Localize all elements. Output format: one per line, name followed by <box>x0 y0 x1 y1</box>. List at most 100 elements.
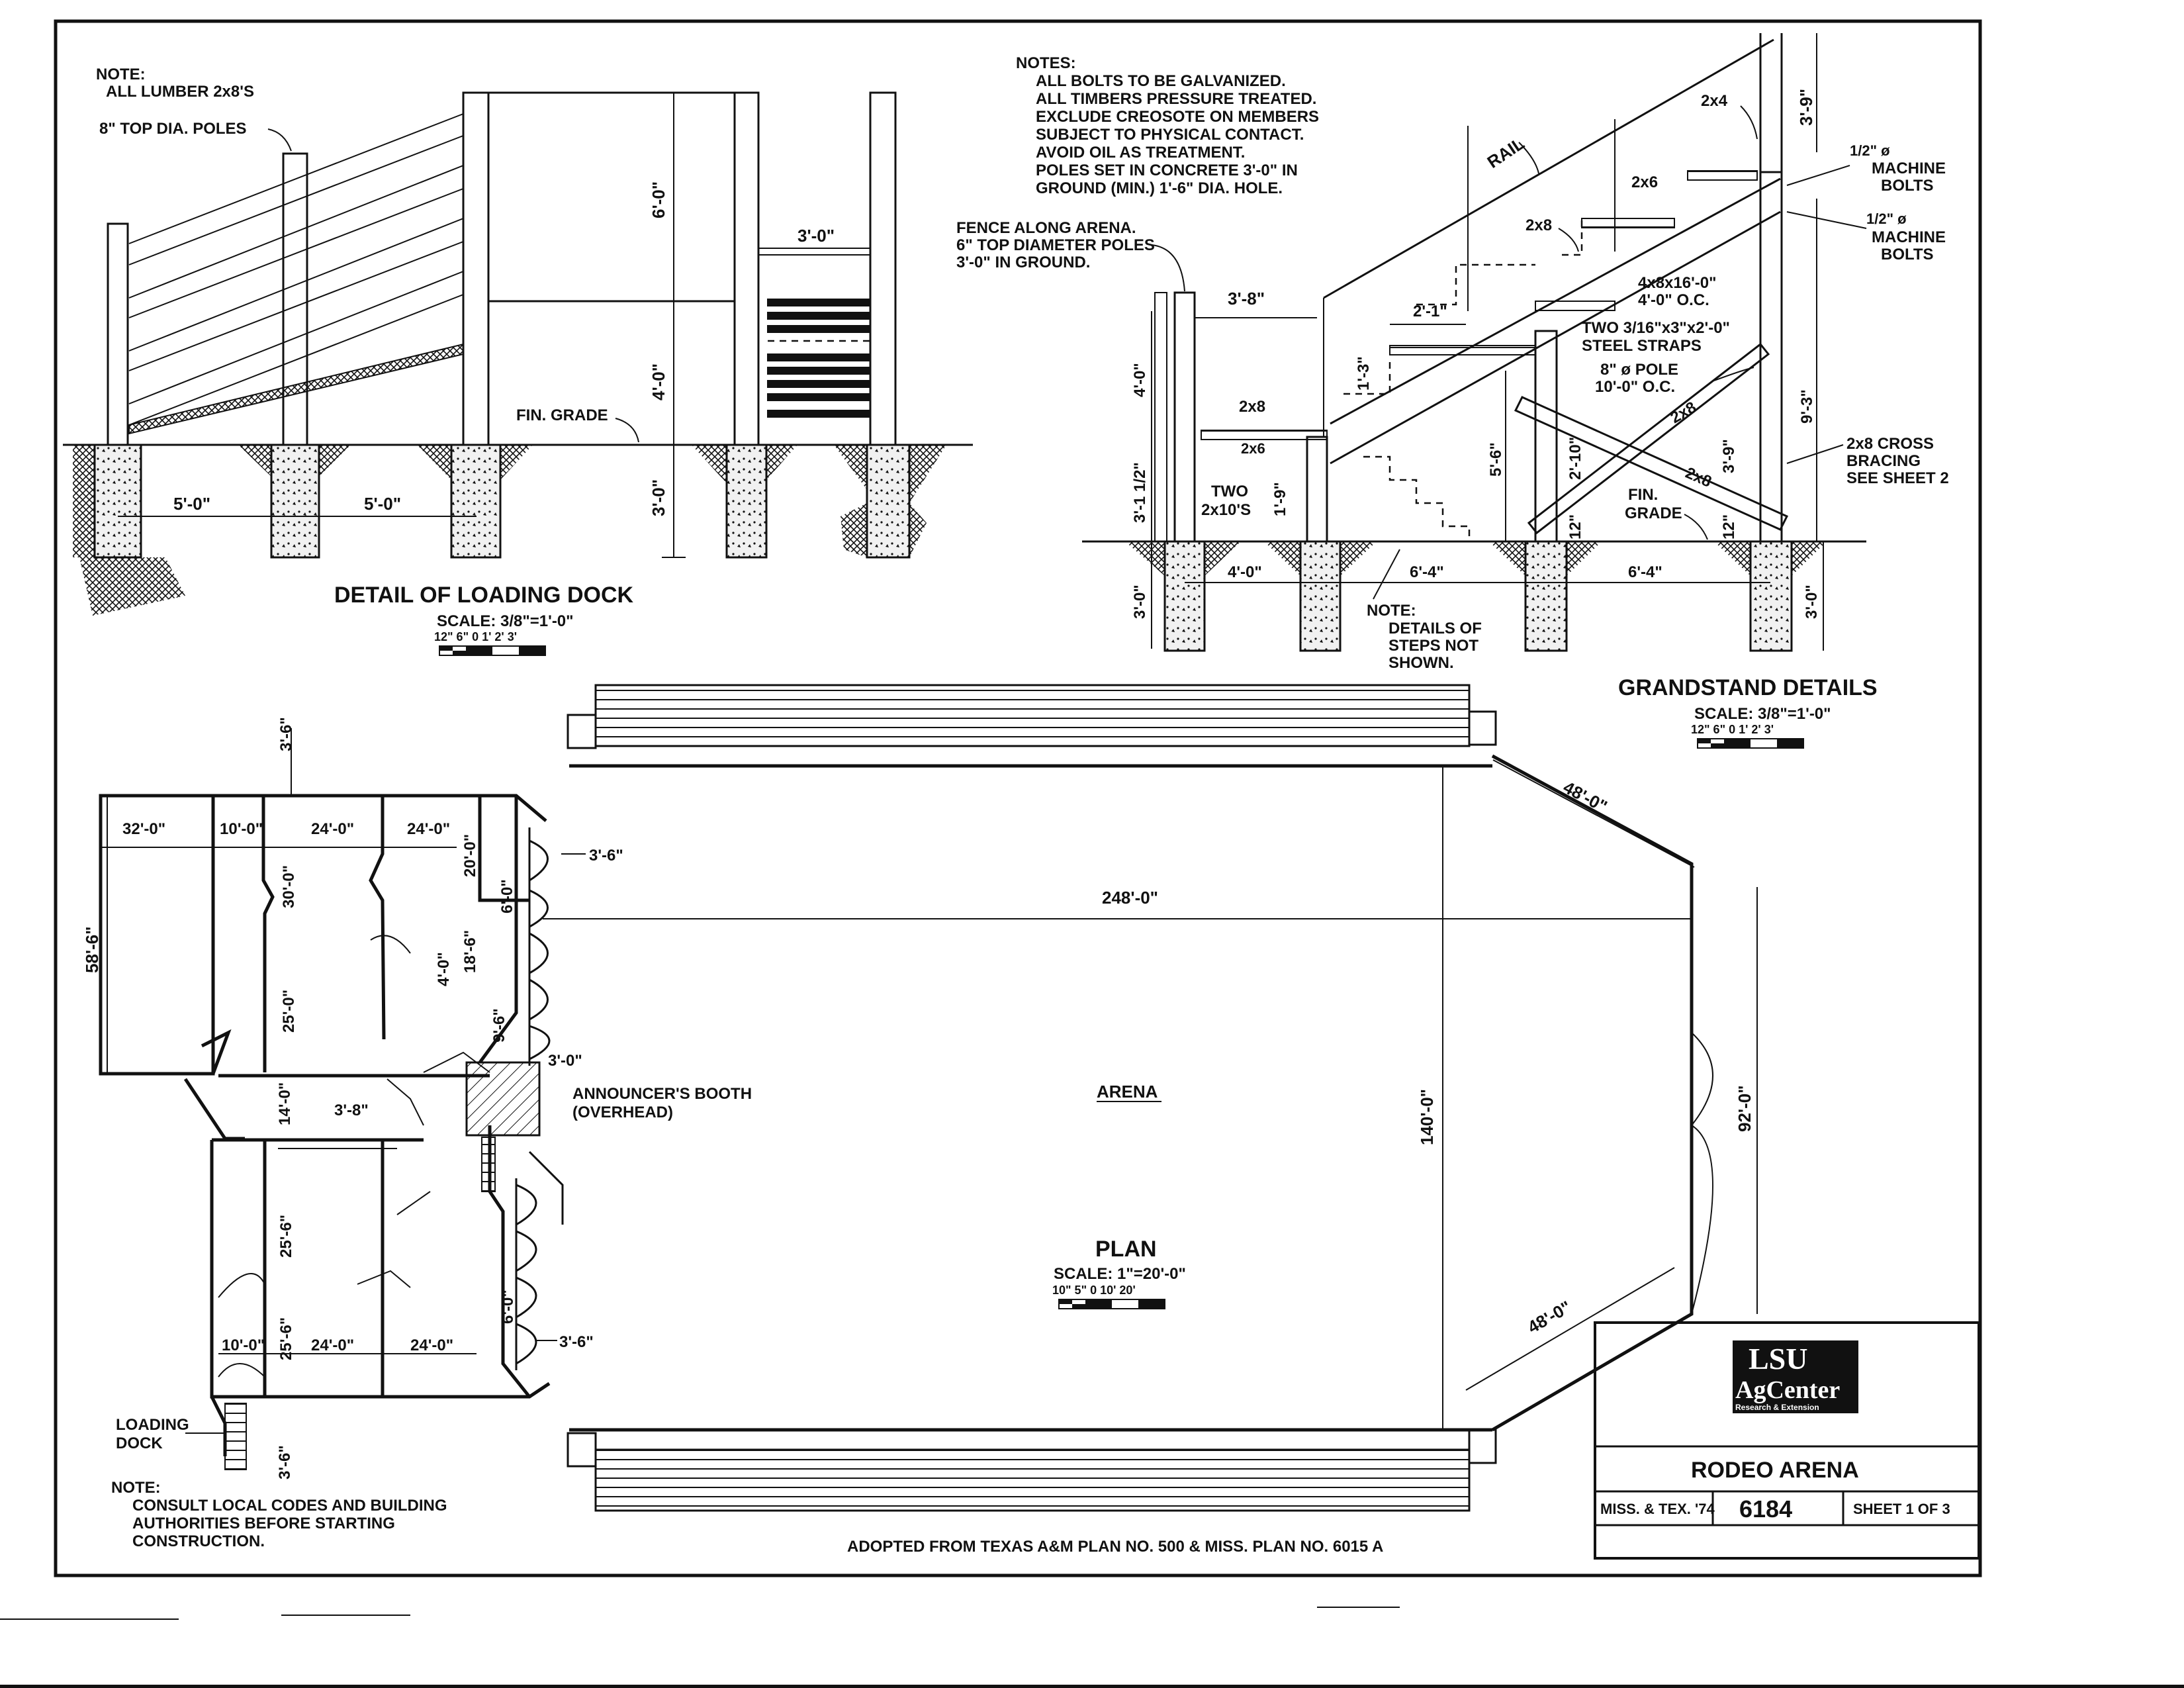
dim-6-4-b: 6'-4" <box>1628 563 1662 581</box>
plan-dim-18-6: 18'-6" <box>461 930 479 973</box>
dim-3-0-b: 3'-0" <box>1803 585 1821 619</box>
loading-dock-scale-ticks: 12" 6" 0 1' 2' 3' <box>434 630 517 643</box>
plan-note-head: NOTE: <box>111 1479 161 1497</box>
grandstand-note-2: ALL TIMBERS PRESSURE TREATED. <box>1036 90 1316 108</box>
drawing-name: RODEO ARENA <box>1691 1458 1859 1483</box>
booth-label-line1: ANNOUNCER'S BOOTH <box>572 1085 752 1103</box>
grandstand-title: GRANDSTAND DETAILS <box>1618 675 1878 700</box>
grandstand-note-5: AVOID OIL AS TREATMENT. <box>1036 144 1245 162</box>
dim-2-1: 2'-1" <box>1413 303 1447 320</box>
plan-dim-32: 32'-0" <box>122 820 165 838</box>
bolt-b-line2: BOLTS <box>1881 246 1934 263</box>
rail-label: RAIL <box>1484 133 1528 172</box>
label-2x4: 2x4 <box>1701 92 1728 110</box>
bolt-a-line2: BOLTS <box>1881 177 1934 195</box>
steps-note-2: DETAILS OF <box>1388 620 1482 637</box>
dim-12-b: 12" <box>1720 514 1738 539</box>
plan-view: 32'-0" 10'-0" 24'-0" 24'-0" 3'-6" 3'-6" … <box>82 684 1758 1556</box>
plan-scale-bar <box>1058 1299 1165 1309</box>
plan-dim-24-top-b: 24'-0" <box>407 820 450 838</box>
cross-bracing-line1: 2x8 CROSS <box>1846 435 1934 453</box>
plan-dim-25-6-a: 25'-6" <box>277 1215 295 1258</box>
dim-3-9-mid: 3'-9" <box>1720 439 1738 473</box>
grandstand-bottom <box>594 1448 1471 1512</box>
dim-2-10: 2'-10" <box>1567 437 1584 480</box>
bolt-a-line1: MACHINE <box>1872 160 1946 177</box>
plan-dim-6-bot: 6'-0" <box>499 1289 517 1324</box>
label-2x8-low: 2x8 <box>1239 398 1265 416</box>
dim-6-4-a: 6'-4" <box>1410 563 1444 581</box>
loading-dock-note-head: NOTE: <box>96 66 146 83</box>
grandstand-scale: SCALE: 3/8"=1'-0" <box>1694 705 1831 723</box>
loading-dock-label-2: DOCK <box>116 1434 163 1452</box>
plan-note-2: AUTHORITIES BEFORE STARTING <box>132 1515 395 1532</box>
dim-1-3: 1'-3" <box>1355 356 1373 391</box>
plan-dim-14: 14'-0" <box>276 1082 294 1125</box>
dim-9-3: 9'-3" <box>1798 389 1816 424</box>
plan-dim-3-6-bot: 3'-6" <box>276 1445 294 1479</box>
dim-3-0-a: 3'-0" <box>1131 585 1149 619</box>
plan-dim-3-0: 3'-0" <box>548 1052 582 1070</box>
plan-dim-24-bot-a: 24'-0" <box>311 1336 354 1354</box>
dim-12-a: 12" <box>1567 514 1584 539</box>
straps-line2: STEEL STRAPS <box>1582 337 1702 355</box>
dim-3-1-5: 3'-1 1/2" <box>1131 462 1149 523</box>
sheet-border <box>54 19 1982 1577</box>
grandstand-scale-ticks: 12" 6" 0 1' 2' 3' <box>1691 723 1774 736</box>
plan-dim-4-0: 4'-0" <box>435 952 453 986</box>
plan-scale-ticks: 10" 5" 0 10' 20' <box>1052 1284 1136 1297</box>
title-block: LSU AgCenter Research & Extension RODEO … <box>1594 1321 1980 1560</box>
grandstand-note-7: GROUND (MIN.) 1'-6" DIA. HOLE. <box>1036 179 1283 197</box>
pole-line2: 10'-0" O.C. <box>1595 378 1675 396</box>
stringer-line1: 4x8x16'-0" <box>1638 274 1717 292</box>
dim-5-0-a: 5'-0" <box>173 494 210 514</box>
grandstand-note-3: EXCLUDE CREOSOTE ON MEMBERS <box>1036 108 1319 126</box>
booth-label-line2: (OVERHEAD) <box>572 1103 673 1121</box>
loading-dock-scale: SCALE: 3/8"=1'-0" <box>437 612 574 630</box>
plan-dim-3-6-bot-r: 3'-6" <box>559 1333 594 1351</box>
svg-text:AgCenter: AgCenter <box>1735 1376 1840 1404</box>
loading-dock-scale-bar <box>439 645 546 656</box>
fence-line-1: FENCE ALONG ARENA. <box>956 219 1136 237</box>
plan-dim-3-8: 3'-8" <box>334 1102 369 1119</box>
dim-3-0-depth: 3'-0" <box>649 479 668 516</box>
grandstand-note-4: SUBJECT TO PHYSICAL CONTACT. <box>1036 126 1304 144</box>
dim-4-0-h: 4'-0" <box>1228 563 1262 581</box>
dim-1-9: 1'-9" <box>1271 482 1289 516</box>
poles-label: 8" TOP DIA. POLES <box>99 120 247 138</box>
pole-line1: 8" ø POLE <box>1600 361 1678 379</box>
plan-dim-140: 140'-0" <box>1417 1089 1437 1145</box>
bolt-size-a: 1/2" ø <box>1850 142 1890 159</box>
loading-dock <box>224 1403 247 1470</box>
plan-dim-3-6-right: 3'-6" <box>589 847 623 865</box>
plan-note-3: CONSTRUCTION. <box>132 1532 265 1550</box>
dim-3-8-grandstand: 3'-8" <box>1228 289 1265 308</box>
sheet-number: SHEET 1 OF 3 <box>1853 1501 1950 1517</box>
plan-number: 6184 <box>1739 1495 1792 1523</box>
fence-line-2: 6" TOP DIAMETER POLES <box>956 236 1155 254</box>
grandstand-scale-bar <box>1697 738 1804 749</box>
two-2x10-line2: 2x10'S <box>1201 501 1251 519</box>
plan-dim-10-bot: 10'-0" <box>222 1336 265 1354</box>
two-2x10-line1: TWO <box>1211 483 1248 500</box>
dim-3-0-top: 3'-0" <box>797 226 835 246</box>
arena-gates-lower <box>515 1150 564 1370</box>
dim-5-6: 5'-6" <box>1487 442 1505 477</box>
plan-dim-6-top: 6'-0" <box>498 879 516 914</box>
loading-dock-note-body: ALL LUMBER 2x8'S <box>106 83 254 101</box>
fin-grade-line2: GRADE <box>1625 504 1682 522</box>
plan-dim-92: 92'-0" <box>1735 1085 1754 1132</box>
label-2x8-mid: 2x8 <box>1525 216 1552 234</box>
label-2x6-top: 2x6 <box>1631 173 1658 191</box>
svg-text:LSU: LSU <box>1749 1342 1807 1376</box>
label-2x6-low: 2x6 <box>1241 440 1265 457</box>
cross-bracing-line2: BRACING <box>1846 452 1921 470</box>
loading-dock-title: DETAIL OF LOADING DOCK <box>334 583 634 608</box>
plan-dim-24-bot-b: 24'-0" <box>410 1336 453 1354</box>
fin-grade-label: FIN. GRADE <box>516 406 608 424</box>
plan-dim-20: 20'-0" <box>461 834 479 877</box>
steps-note-3: STEPS NOT <box>1388 637 1479 655</box>
steps-note-1: NOTE: <box>1367 602 1416 620</box>
straps-line1: TWO 3/16"x3"x2'-0" <box>1582 319 1730 337</box>
